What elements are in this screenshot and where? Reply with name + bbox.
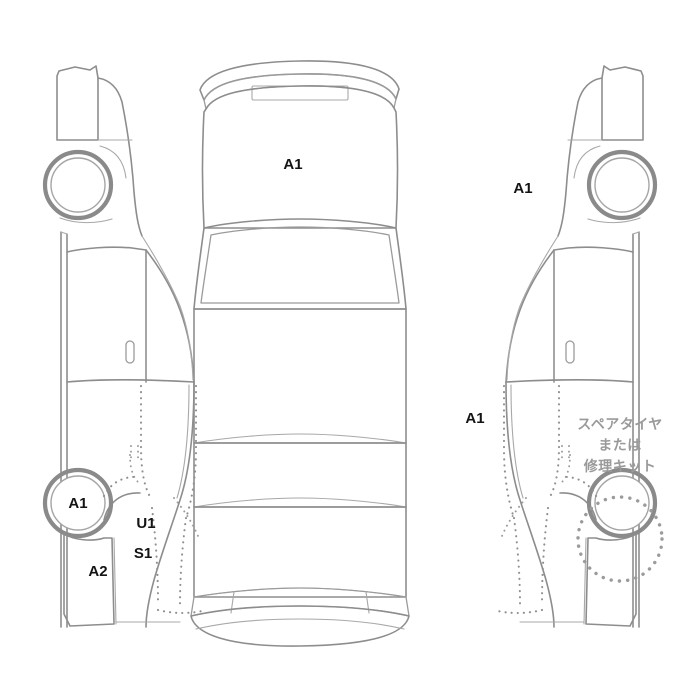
right-hidden-hook <box>561 454 571 483</box>
left-front-arch <box>99 145 127 179</box>
wheel-rear-right <box>586 467 658 539</box>
right-hidden-frame-vertical <box>546 384 561 502</box>
label-rear-panel-left: A2 <box>88 563 107 580</box>
windshield-glass <box>200 226 400 304</box>
right-sill-top <box>632 231 640 235</box>
right-belt-line <box>505 378 634 383</box>
left-hidden-frame-right <box>184 384 198 520</box>
left-belt-line <box>66 378 195 383</box>
left-door-upper <box>66 246 147 383</box>
label-center-front: A1 <box>283 156 302 173</box>
label-spare-left: S1 <box>134 545 152 562</box>
left-rear-wheel-arch <box>103 492 141 521</box>
right-hidden-frame-right <box>502 384 516 520</box>
left-door-rear-slope <box>145 249 195 383</box>
right-front-roofline <box>557 77 603 237</box>
right-door-upper <box>553 246 634 383</box>
right-front-sill <box>587 217 641 224</box>
right-rear-bumper-edge <box>583 537 587 625</box>
left-hidden-rear-rail <box>178 516 188 606</box>
spare-note-line2: または <box>598 438 642 454</box>
right-front-arch <box>573 145 601 179</box>
wheel-rear-left <box>42 467 114 539</box>
car-side-view-right <box>492 65 658 628</box>
right-mirror-housing <box>601 65 644 141</box>
label-wheel-front-right: A1 <box>513 180 532 197</box>
rear-quarter-panel <box>193 442 407 508</box>
left-sill-top <box>60 231 68 235</box>
left-mirror-housing <box>56 65 99 141</box>
right-rear-bumper-panel <box>585 533 637 627</box>
left-hidden-hook <box>129 454 139 483</box>
right-hidden-rear-rail <box>512 516 522 606</box>
label-under-left: U1 <box>136 515 155 532</box>
right-rear-wheel-arch <box>559 492 597 521</box>
right-door-handle <box>565 340 575 364</box>
right-door-rear-slope <box>505 249 555 383</box>
right-hidden-rear-floor <box>540 506 550 606</box>
left-front-roofline <box>97 77 143 237</box>
spare-tire-placeholder-icon <box>576 495 664 583</box>
spare-note-line3: 修理キット <box>583 458 657 475</box>
hood-panel <box>201 85 399 229</box>
right-rear-inner-contour <box>510 384 524 499</box>
rear-bumper-lip <box>195 618 405 630</box>
spare-note-line1: スペアタイヤ <box>577 417 663 433</box>
spare-tire-note: スペアタイヤ または 修理キット <box>576 417 664 583</box>
right-quarter-glass <box>506 235 559 381</box>
right-rear-contour <box>505 381 555 628</box>
car-top-view: A1 <box>190 60 410 647</box>
left-hidden-rear-floor <box>150 506 160 606</box>
roof-rear-curve <box>193 433 407 444</box>
car-side-view-left: A1 U1 S1 A2 <box>42 65 208 628</box>
left-rear-contour <box>145 381 195 628</box>
left-door-handle <box>125 340 135 364</box>
left-quarter-glass <box>141 235 194 381</box>
left-hidden-rear-crossmember <box>156 608 208 615</box>
roof-panel <box>193 308 407 444</box>
label-wheel-rear-left: A1 <box>68 495 87 512</box>
left-rear-bumper-panel <box>63 533 115 627</box>
windshield-outer <box>193 218 407 310</box>
left-hidden-diagonal <box>173 497 199 537</box>
left-rear-inner-contour <box>176 384 190 499</box>
left-rear-bumper-edge <box>113 537 117 625</box>
right-hidden-diagonal <box>501 497 527 537</box>
left-hidden-frame-vertical <box>139 384 154 502</box>
label-side-right-rear: A1 <box>465 410 484 427</box>
rear-window-line <box>193 497 407 508</box>
trunk-panel <box>193 506 407 598</box>
left-front-sill <box>59 217 113 224</box>
wheel-front-right <box>586 149 658 221</box>
right-hidden-rear-crossmember <box>492 608 544 615</box>
rear-bumper-outer <box>190 605 410 647</box>
wheel-front-left <box>42 149 114 221</box>
rear-bumper-band <box>190 587 410 617</box>
